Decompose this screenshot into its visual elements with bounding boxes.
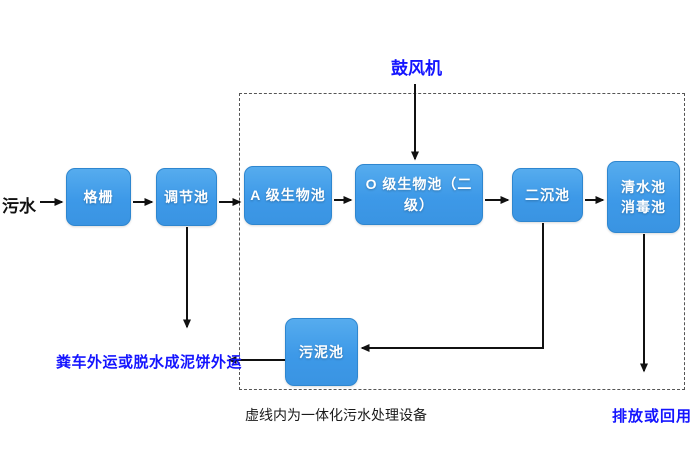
boundary-note-label: 虚线内为一体化污水处理设备 (245, 407, 427, 423)
node-grid-label: 格栅 (83, 188, 114, 205)
node-sludge-tank-label: 污泥池 (299, 343, 344, 360)
node-secondary-sedimentation-tank-label: 二沉池 (525, 186, 570, 203)
integrated-equipment-boundary (239, 93, 685, 390)
blower-label: 鼓风机 (391, 59, 442, 78)
node-grid: 格栅 (66, 168, 131, 226)
node-a-bio-tank: A 级生物池 (244, 166, 332, 225)
node-regulating-tank: 调节池 (156, 168, 217, 226)
sewage-inlet-label: 污水 (2, 197, 36, 216)
node-a-bio-tank-label: A 级生物池 (250, 187, 326, 204)
node-o-bio-tank-label: O 级生物池（二级） (365, 176, 473, 213)
node-regulating-tank-label: 调节池 (164, 188, 209, 205)
sludge-disposal-label: 粪车外运或脱水成泥饼外运 (56, 354, 243, 371)
node-clear-water-tank: 清水池 消毒池 (607, 161, 680, 233)
node-o-bio-tank: O 级生物池（二级） (355, 164, 483, 225)
node-secondary-sedimentation-tank: 二沉池 (512, 168, 583, 222)
node-sludge-tank: 污泥池 (285, 318, 358, 386)
node-clear-water-tank-label: 清水池 (621, 178, 666, 195)
discharge-reuse-label: 排放或回用 (612, 408, 693, 425)
node-disinfection-tank-label: 消毒池 (621, 199, 666, 215)
